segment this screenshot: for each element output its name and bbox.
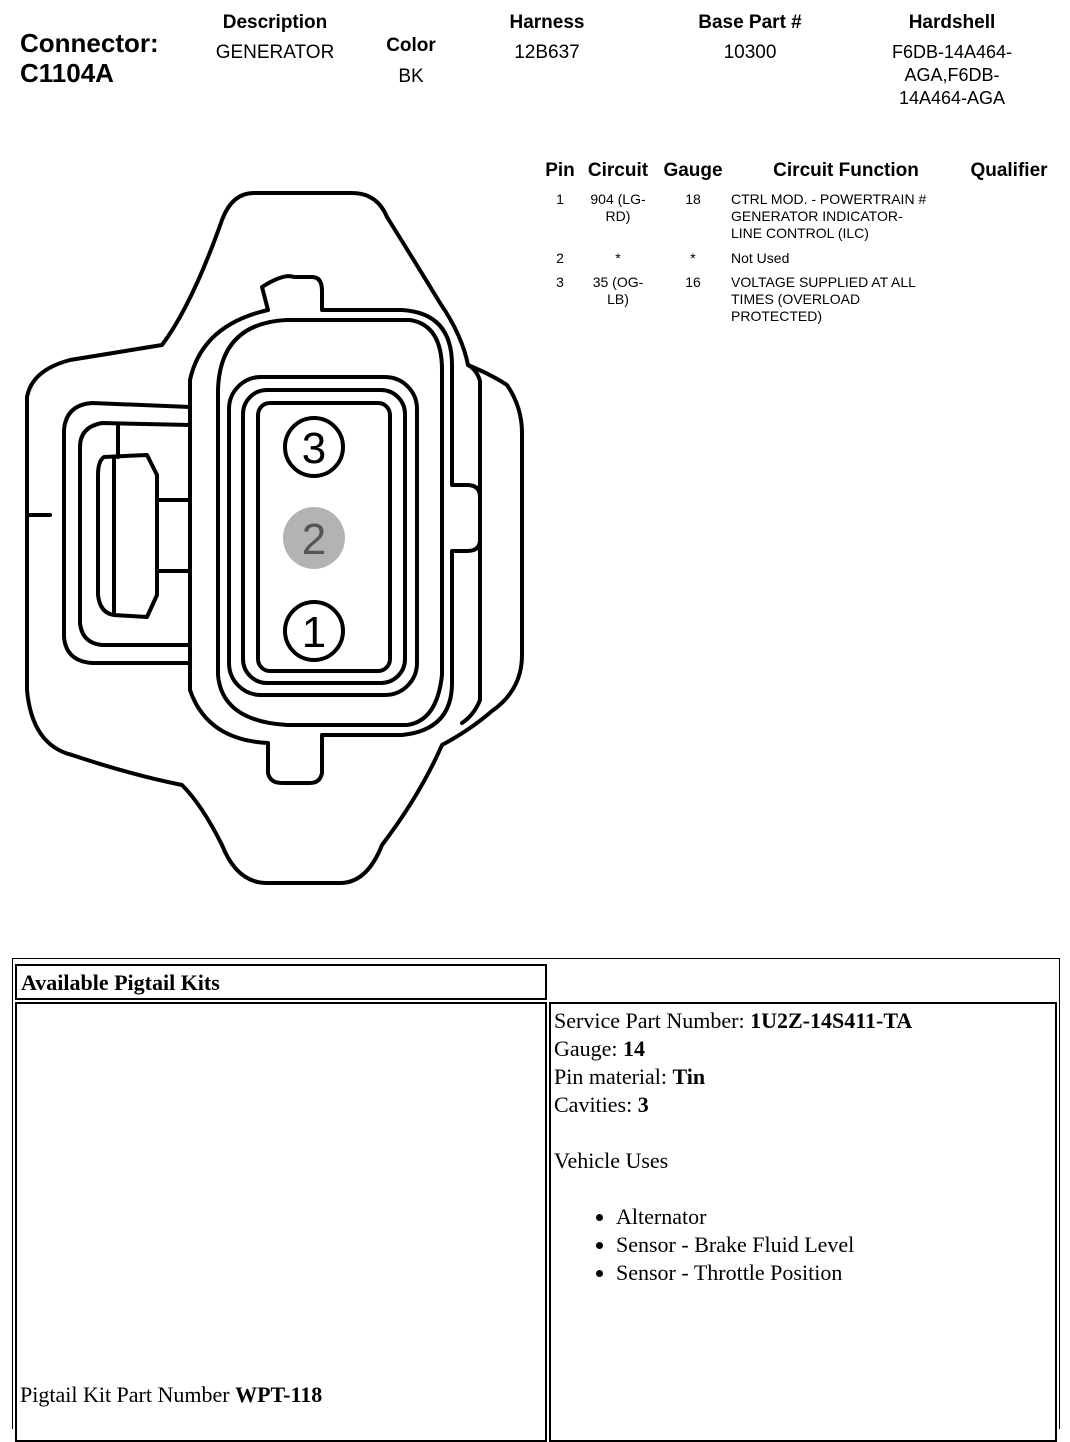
color-label: Color (386, 35, 436, 56)
service-part-label: Service Part Number: (554, 1008, 745, 1033)
pin-number: 2 (556, 250, 564, 266)
pigtail-title: Available Pigtail Kits (21, 970, 220, 995)
kit-part-value: WPT-118 (235, 1382, 323, 1407)
gauge-row: Gauge: 14 (554, 1035, 1049, 1063)
function-cell: VOLTAGE SUPPLIED AT ALL TIMES (OVERLOAD … (731, 274, 966, 325)
vehicle-uses-label: Vehicle Uses (554, 1148, 669, 1173)
latch-outer (62, 401, 192, 665)
hardshell-line: AGA,F6DB- (904, 65, 1000, 85)
inner-shroud-outline (216, 318, 444, 727)
pin-number: 3 (556, 274, 564, 290)
pin-number: 1 (556, 191, 564, 207)
connector-outer-body (25, 191, 524, 885)
latch-inner (78, 421, 192, 647)
pigtail-info: Service Part Number: 1U2Z-14S411-TA Gaug… (554, 1007, 1049, 1287)
vehicle-use-item: Sensor - Brake Fluid Level (616, 1231, 1049, 1259)
circuit-line: 904 (LG- (590, 191, 646, 207)
cavities-row: Cavities: 3 (554, 1091, 1049, 1119)
pin-1-number: 1 (302, 608, 326, 657)
circuit-line: LB) (607, 291, 629, 307)
function-line: GENERATOR INDICATOR- (731, 208, 903, 224)
base-part-value: 10300 (723, 42, 777, 63)
gauge-header: Gauge (663, 160, 723, 181)
cavity-outer (227, 375, 419, 697)
service-part-value: 1U2Z-14S411-TA (750, 1008, 913, 1033)
harness-label: Harness (509, 12, 585, 33)
pin-3-circle (283, 416, 345, 478)
cavity-inner (256, 401, 392, 673)
latch-tab (96, 453, 159, 619)
hardshell-line: F6DB-14A464- (891, 42, 1013, 62)
function-line: TIMES (OVERLOAD (731, 291, 861, 307)
pin-1-circle (283, 600, 345, 662)
function-line: CTRL MOD. - POWERTRAIN # (731, 191, 927, 207)
cavities-value: 3 (637, 1092, 649, 1117)
pin-header: Pin (545, 160, 575, 181)
hardshell-value: F6DB-14A464- AGA,F6DB- 14A464-AGA (862, 41, 1042, 110)
pigtail-kit-part: Pigtail Kit Part Number WPT-118 (20, 1381, 322, 1409)
circuit-cell: * (615, 250, 621, 266)
service-part-row: Service Part Number: 1U2Z-14S411-TA (554, 1007, 1049, 1035)
function-line: LINE CONTROL (ILC) (731, 225, 869, 241)
connector-title: Connector: C1104A (20, 28, 159, 88)
function-cell: CTRL MOD. - POWERTRAIN # GENERATOR INDIC… (731, 191, 966, 242)
hardshell-label: Hardshell (908, 12, 996, 33)
connector-inner-shroud (188, 274, 482, 785)
circuit-header: Circuit (587, 160, 649, 181)
gauge-value: 14 (623, 1036, 646, 1061)
pigtail-title-box: Available Pigtail Kits (15, 964, 547, 1000)
pigtail-left-box: Pigtail Kit Part Number WPT-118 (15, 1002, 547, 1442)
kit-part-label: Pigtail Kit Part Number (20, 1382, 230, 1407)
base-part-label: Base Part # (698, 12, 802, 33)
connector-id: C1104A (20, 58, 114, 88)
gauge-cell: 16 (685, 274, 701, 290)
vehicle-use-item: Sensor - Throttle Position (616, 1259, 1049, 1287)
circuit-function-header: Circuit Function (773, 160, 919, 181)
color-value: BK (398, 66, 424, 87)
vehicle-use-item: Alternator (616, 1203, 1049, 1231)
gauge-label: Gauge: (554, 1036, 618, 1061)
pigtail-info-box: Service Part Number: 1U2Z-14S411-TA Gaug… (549, 1002, 1057, 1442)
pin-material-label: Pin material: (554, 1064, 668, 1089)
cavities-label: Cavities: (554, 1092, 633, 1117)
harness-value: 12B637 (514, 42, 580, 63)
connector-label: Connector: (20, 28, 159, 58)
vehicle-uses-list: Alternator Sensor - Brake Fluid Level Se… (554, 1203, 1049, 1287)
function-line: VOLTAGE SUPPLIED AT ALL (731, 274, 916, 290)
pin-2-circle (283, 507, 345, 569)
pin-material-value: Tin (672, 1064, 706, 1089)
connector-face-diagram: 3 2 1 (25, 191, 524, 885)
pin-material-row: Pin material: Tin (554, 1063, 1049, 1091)
circuit-cell: 904 (LG- RD) (583, 191, 653, 225)
function-cell: Not Used (731, 250, 790, 266)
function-line: PROTECTED) (731, 308, 822, 324)
cavity-middle (241, 388, 407, 685)
circuit-line: 35 (OG- (592, 274, 644, 290)
circuit-cell: 35 (OG- LB) (583, 274, 653, 308)
pin-3-number: 3 (302, 424, 326, 473)
hardshell-line: 14A464-AGA (898, 88, 1006, 108)
description-label: Description (222, 12, 328, 33)
pigtail-frame (12, 958, 1060, 1429)
circuit-line: RD) (605, 208, 631, 224)
qualifier-header: Qualifier (970, 160, 1048, 181)
gauge-cell: 18 (685, 191, 701, 207)
gauge-cell: * (690, 250, 696, 266)
description-value: GENERATOR (215, 42, 335, 63)
pin-2-number: 2 (302, 515, 326, 564)
